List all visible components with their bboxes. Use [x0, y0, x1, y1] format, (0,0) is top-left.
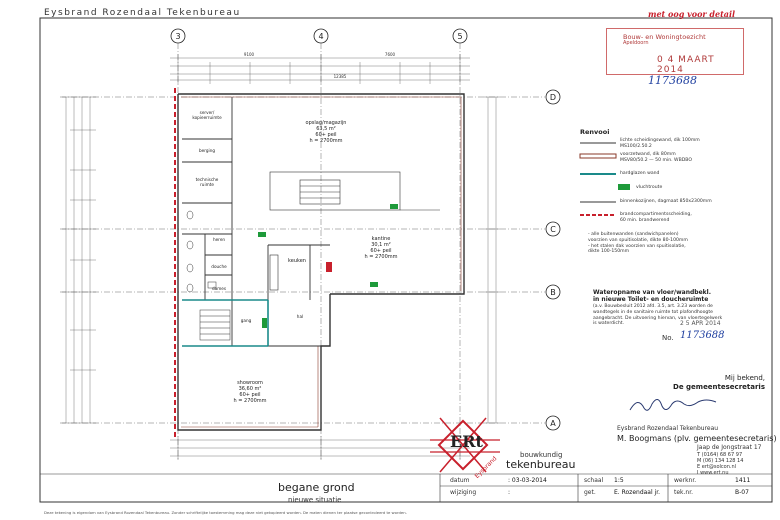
dim-top-3: 12385: [334, 74, 347, 79]
drawing-subtitle: nieuwe situatie: [288, 496, 342, 504]
stamp-handwritten-number: 1173688: [648, 74, 697, 87]
dimension-lines-right: [484, 96, 500, 424]
room-gang: gang: [240, 318, 252, 323]
glass-walls: [182, 299, 269, 347]
company-logo-graphic: [430, 417, 500, 473]
fire-extinguisher: [326, 262, 332, 272]
tb-datum-val: : 03-03-2014: [508, 477, 547, 484]
axis-column-5: [452, 28, 468, 460]
axis-label-A: A: [550, 419, 556, 428]
legend-item-6: brandcompartimentsscheiding,60 min. bran…: [620, 212, 692, 223]
warehouse-inner: [269, 171, 440, 211]
legend-title: Renvooi: [580, 128, 610, 136]
tb-schaal-val: 1:5: [614, 477, 624, 484]
water-notice-title: Wateropname van vloer/wandbekl.in nieuwe…: [593, 289, 711, 303]
office-person: M. Boogmans (plv. gemeentesecretaris): [617, 434, 777, 443]
stamp-date: 0 4 MAART 2014: [657, 55, 715, 75]
room-heren: heren: [212, 237, 226, 242]
axis-label-B: B: [550, 288, 556, 297]
water-stamp-date: 2 5 APR 2014: [680, 320, 721, 327]
dim-top-2: 7600: [385, 52, 396, 57]
logo-small-text: bouwkundig: [520, 451, 563, 459]
logo-letters: ERt: [450, 432, 483, 451]
tagline: met oog voor detail: [648, 9, 736, 19]
room-berging: berging: [198, 148, 216, 153]
tb-wijziging-val: :: [508, 489, 511, 496]
axis-label-C: C: [550, 225, 556, 234]
escape-signs: [258, 184, 630, 328]
signature-graphic: [629, 399, 717, 411]
stamp-line2: Apeldoorn: [623, 40, 649, 46]
axis-label-3: 3: [175, 32, 180, 41]
logo-big-text: tekenbureau: [506, 458, 576, 471]
stamp-line1: Bouw- en Woningtoezicht: [623, 33, 706, 41]
room-hal: hal: [296, 314, 304, 319]
tb-schaal-label: schaal: [584, 477, 604, 484]
room-douche: douche: [211, 264, 227, 269]
room-dames: dames: [211, 286, 227, 291]
outer-walls: [177, 93, 465, 431]
footer-disclaimer: Deze tekening is eigendom van Eysbrand R…: [44, 510, 407, 515]
approval-block: Mij bekend, De gemeentesecretaris: [673, 374, 765, 391]
axis-label-4: 4: [318, 32, 323, 41]
axis-label-D: D: [550, 93, 556, 102]
drawing-title: begane grond: [278, 481, 355, 494]
office-title: Eysbrand Rozendaal Tekenbureau: [44, 8, 241, 18]
tb-teknr-label: tek.nr.: [674, 489, 694, 496]
legend-item-4: vluchtroute: [636, 185, 663, 190]
water-stamp-no-label: No.: [662, 334, 674, 342]
axis-label-5: 5: [457, 32, 462, 41]
legend-item-3: hardglazen wand: [620, 171, 660, 176]
legend-notes: - alle buitenwanden (sandwichpanelen) vo…: [588, 232, 688, 255]
axis-column-4: [313, 28, 329, 460]
tb-werknr-val: 1411: [735, 477, 751, 484]
legend-swatches: [579, 142, 617, 216]
office-address: Jaap de Jongstraat 17: [697, 444, 762, 451]
titleblock-frame: [40, 473, 772, 502]
office-name: Eysbrand Rozendaal Tekenbureau: [617, 425, 719, 432]
water-stamp-no: 1173688: [680, 330, 725, 341]
tb-datum-label: datum: [450, 477, 470, 484]
dimension-lines-top: [170, 54, 470, 84]
tb-get-label: get.: [584, 489, 596, 496]
dimension-lines-left: [62, 96, 96, 424]
tb-teknr-val: B-07: [735, 489, 749, 496]
tb-get-val: E. Rozendaal jr.: [614, 489, 661, 496]
room-server: server/kopieerruimte: [192, 110, 222, 120]
outer-wall-hatch: [181, 96, 462, 428]
tb-wijziging-label: wijziging: [450, 489, 477, 496]
stair-gang: [199, 309, 231, 341]
dim-top-1: 9100: [244, 52, 255, 57]
toilet-fixtures: [186, 210, 217, 293]
water-notice-body: (a.v. Bouwbesluit 2012 afd. 3.5, art. 3.…: [593, 304, 723, 327]
kitchen-counter: [269, 254, 279, 291]
room-keuken: keuken: [288, 258, 306, 264]
tb-werknr-label: werknr.: [674, 477, 697, 484]
legend-item-5: binnenkozijnen, dagmaat 850x2300mm: [620, 199, 712, 204]
approval-stamp-top: Bouw- en Woningtoezicht Apeldoorn 0 4 MA…: [606, 28, 744, 75]
